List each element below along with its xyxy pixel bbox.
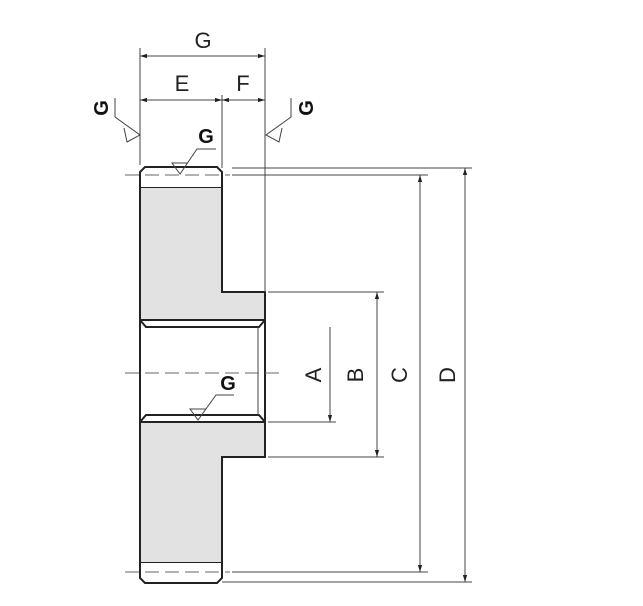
label-c: C [387, 367, 412, 383]
svg-text:G: G [198, 126, 214, 148]
svg-text:G: G [296, 100, 318, 116]
gear-body [139, 166, 266, 584]
surface-finish-symbol-left: G [91, 98, 141, 143]
extension-lines [139, 48, 472, 583]
svg-text:G: G [91, 100, 113, 116]
label-d: D [435, 367, 460, 383]
label-b: B [343, 368, 368, 383]
surface-finish-symbol-teeth: G [171, 126, 216, 175]
label-a: A [301, 367, 326, 382]
label-f: F [236, 71, 249, 96]
label-g: G [194, 28, 211, 53]
svg-text:G: G [220, 373, 236, 395]
surface-finish-symbol-bore: G [189, 373, 236, 421]
surface-finish-symbol-right: G [265, 98, 318, 143]
label-e: E [175, 71, 190, 96]
